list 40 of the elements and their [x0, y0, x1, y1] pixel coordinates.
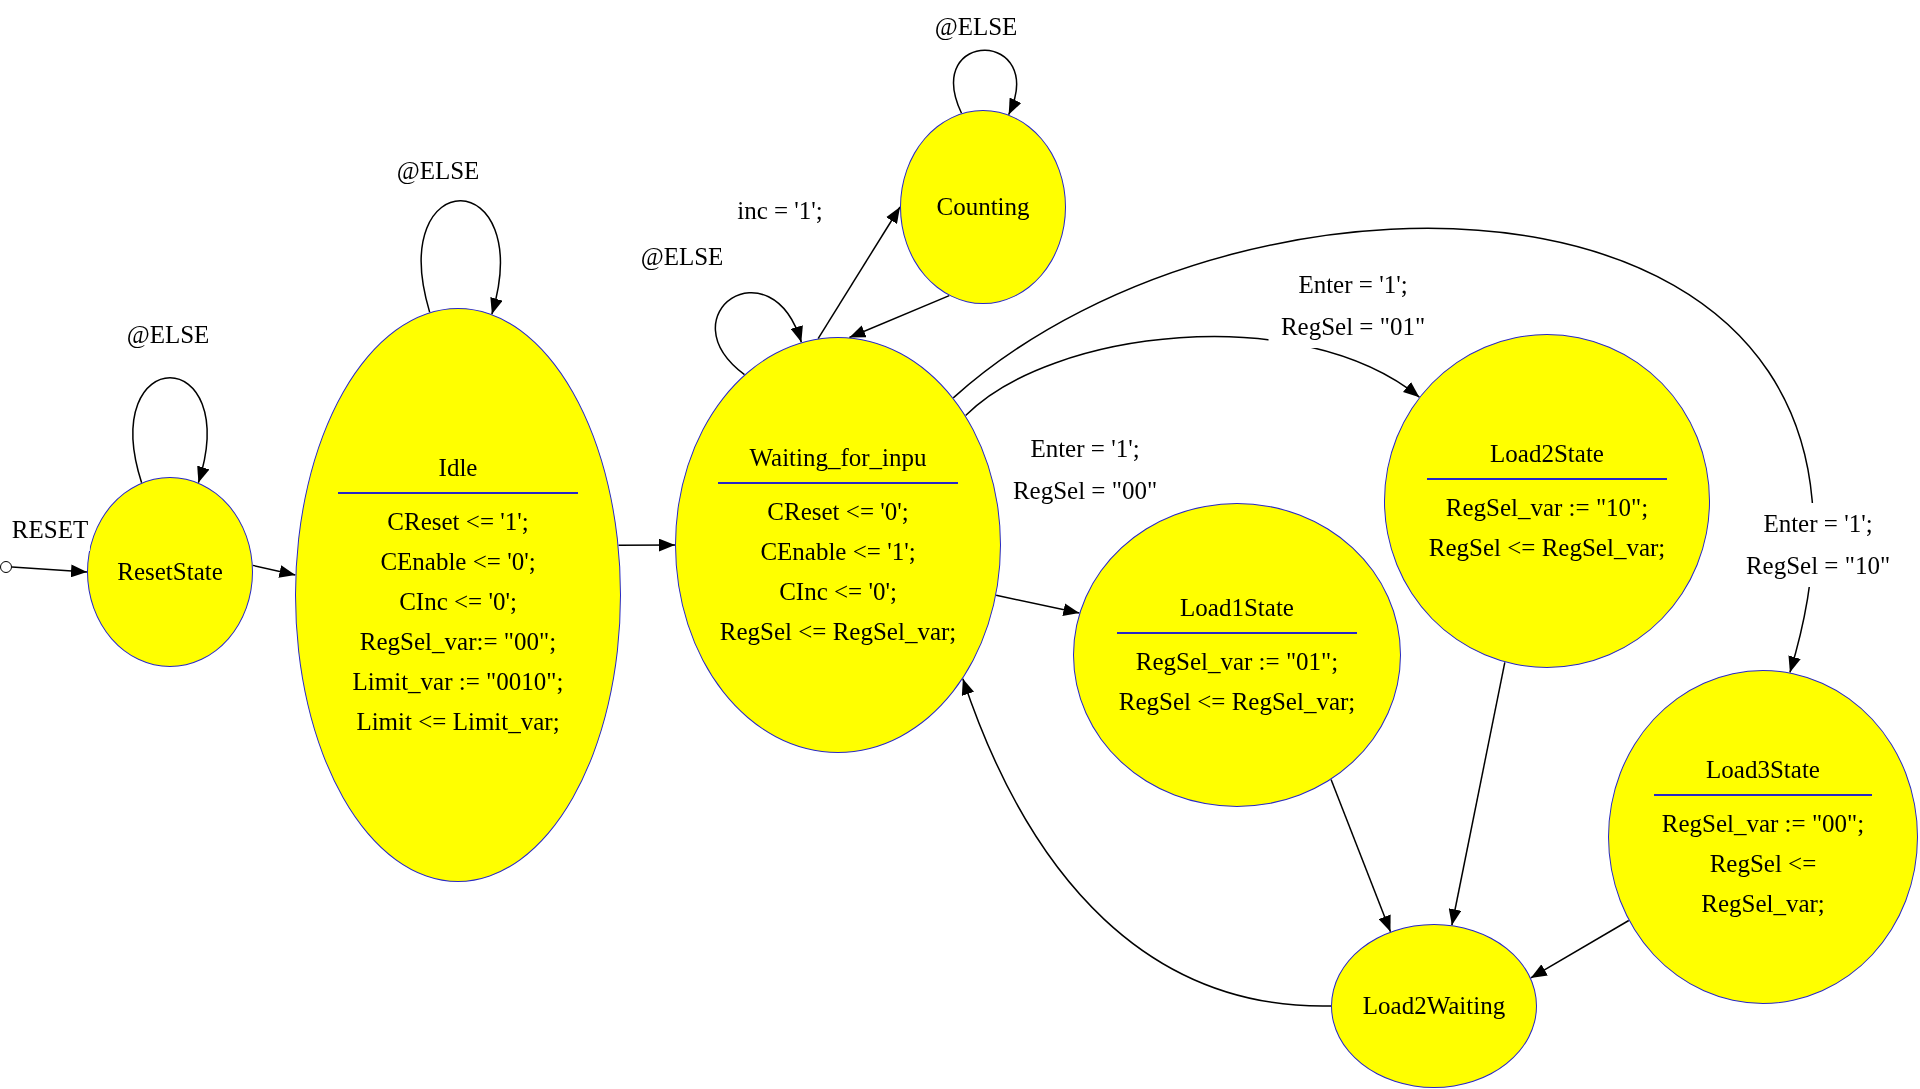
- self-loop-arrow: [132, 377, 209, 484]
- transition-arrow: [817, 206, 901, 340]
- state-action: CReset <= '1';: [387, 507, 529, 537]
- state-action: CEnable <= '1';: [760, 537, 916, 567]
- self-loop-arrow: [421, 200, 502, 315]
- state-name: Load3State: [1706, 755, 1820, 785]
- initial-state-circle: [0, 561, 12, 573]
- state-action: Limit_var := "0010";: [352, 667, 564, 697]
- state-action: RegSel_var := "01";: [1135, 647, 1339, 677]
- transition-arrow: [964, 336, 1421, 417]
- state-action: RegSel <= RegSel_var;: [719, 617, 957, 647]
- state-action: RegSel <= RegSel_var;: [1118, 687, 1356, 717]
- transition-arrow: [962, 677, 1332, 1007]
- state-name: Idle: [438, 453, 478, 483]
- state-name: ResetState: [117, 557, 223, 587]
- state-action: RegSel_var := "00";: [1661, 809, 1865, 839]
- self-loop-arrow: [953, 49, 1020, 116]
- state-name: Load2Waiting: [1362, 991, 1506, 1021]
- state-action: CInc <= '0';: [779, 577, 897, 607]
- state-action: CEnable <= '0';: [380, 547, 536, 577]
- state-action: RegSel_var := "10";: [1445, 493, 1649, 523]
- state-name: Waiting_for_inpu: [749, 443, 927, 473]
- state-name: Counting: [936, 192, 1030, 222]
- state-action: RegSel <= RegSel_var;: [1428, 533, 1666, 563]
- state-action: RegSel <= RegSel_var;: [1700, 849, 1826, 919]
- state-action: Limit <= Limit_var;: [356, 707, 560, 737]
- state-action: CInc <= '0';: [399, 587, 517, 617]
- transition-arrow: [11, 564, 88, 578]
- transition-arrow: [1448, 661, 1506, 926]
- transition-arrow: [1530, 919, 1630, 979]
- transition-arrow: [252, 564, 297, 578]
- state-action: CReset <= '0';: [767, 497, 909, 527]
- transition-arrow: [995, 594, 1081, 616]
- transition-arrow: [1330, 778, 1392, 933]
- transition-arrow: [848, 294, 950, 339]
- state-action: RegSel_var:= "00";: [359, 627, 557, 657]
- state-name: Load1State: [1180, 593, 1294, 623]
- transition-arrow: [617, 538, 676, 552]
- self-loop-arrow: [714, 292, 803, 376]
- state-name: Load2State: [1490, 439, 1604, 469]
